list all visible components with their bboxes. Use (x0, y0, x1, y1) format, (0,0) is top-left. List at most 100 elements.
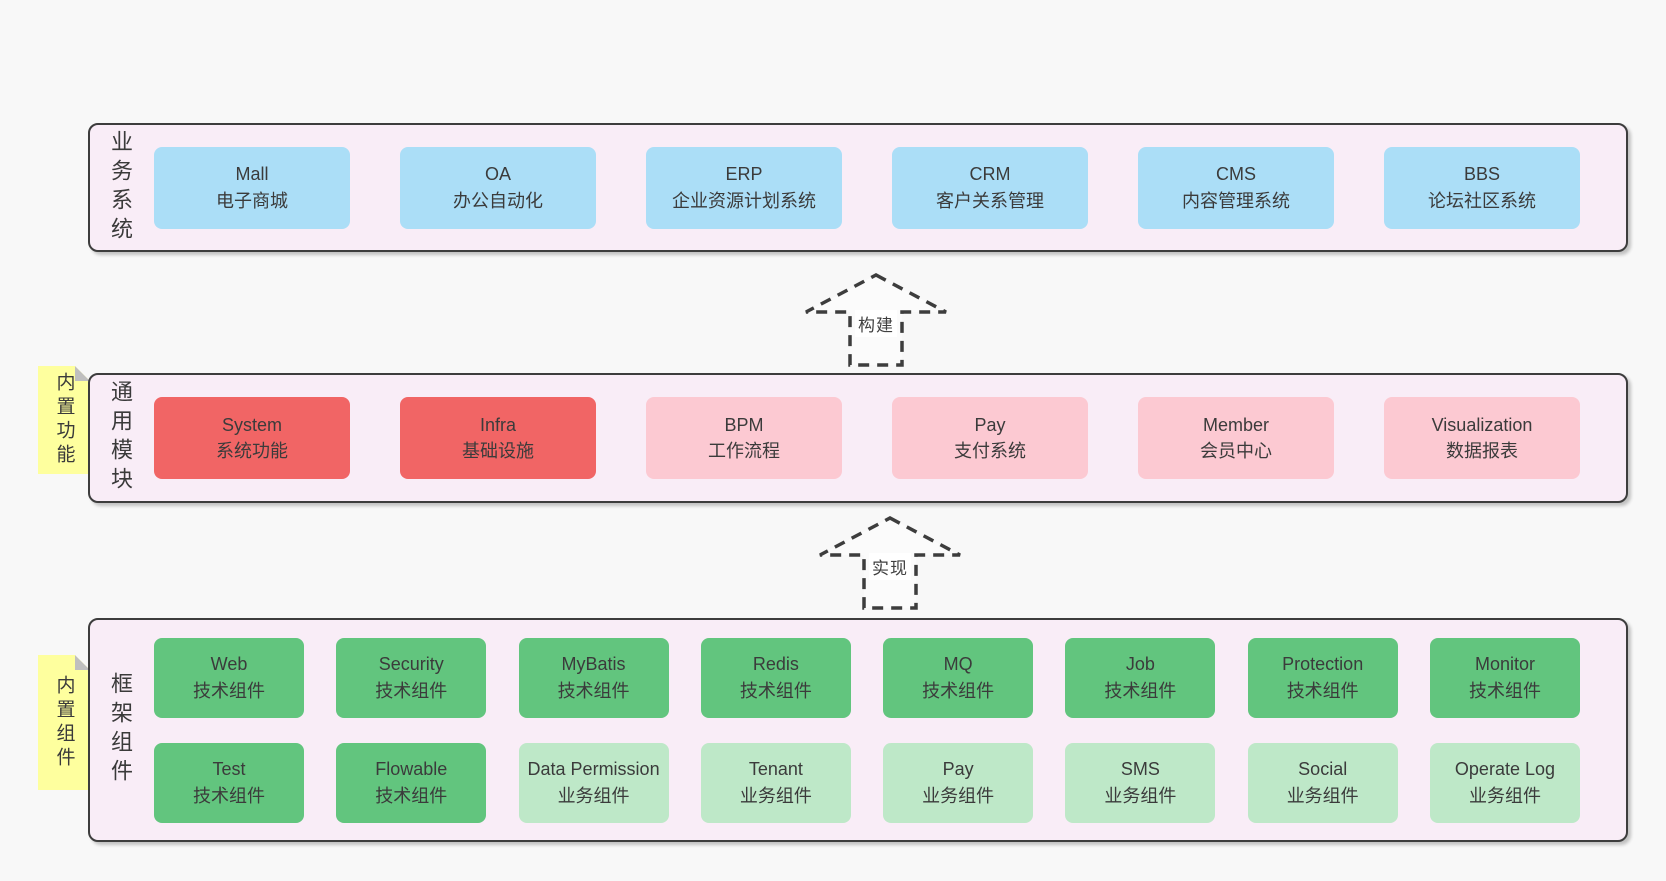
box-title: Monitor (1474, 654, 1535, 675)
box-title: BPM (724, 414, 764, 435)
box-subtitle: 办公自动化 (453, 190, 543, 211)
box-subtitle: 内容管理系统 (1182, 190, 1290, 211)
layer-label-framework-components: 框架组件 (108, 672, 133, 788)
box-title: Web (210, 654, 248, 675)
box-subtitle: 业务组件 (739, 785, 812, 806)
box-title: Redis (752, 654, 799, 675)
box-pay: Pay 支付系统 (892, 397, 1088, 479)
sticky-note-built-in-components: 内置组件 (38, 655, 90, 790)
box-bbs: BBS 论坛社区系统 (1384, 146, 1580, 229)
box-subtitle: 技术组件 (375, 680, 448, 701)
box-subtitle: 技术组件 (922, 680, 995, 701)
box-subtitle: 业务组件 (1468, 785, 1541, 806)
box-title: BBS (1463, 164, 1501, 185)
box-operate-log: Operate Log 业务组件 (1429, 742, 1580, 823)
box-subtitle: 会员中心 (1200, 441, 1272, 461)
box-subtitle: 基础设施 (462, 441, 534, 461)
sticky-note-text: 内置组件 (53, 674, 75, 771)
box-mybatis: MyBatis 技术组件 (518, 637, 669, 718)
box-subtitle: 技术组件 (193, 680, 265, 701)
box-title: Job (1125, 654, 1155, 675)
box-crm: CRM 客户关系管理 (892, 146, 1088, 229)
box-member: Member 会员中心 (1138, 397, 1334, 479)
box-subtitle: 支付系统 (954, 441, 1026, 461)
box-subtitle: 业务组件 (922, 785, 995, 806)
layer-modules-boxes: System 系统功能 Infra 基础设施 BPM 工作流程 Pay 支付系统 Member 会… (154, 375, 1580, 501)
box-title: Visualization (1431, 414, 1533, 435)
box-subtitle: 技术组件 (557, 680, 630, 701)
layer-label-business-systems: 业务系统 (108, 129, 133, 246)
box-title: MQ (943, 654, 973, 675)
box-subtitle: 客户关系管理 (936, 190, 1044, 211)
box-title: Social (1298, 759, 1348, 780)
box-title: Pay (974, 414, 1006, 435)
box-subtitle: 业务组件 (1104, 785, 1177, 806)
arrow-label-implement: 实现 (869, 553, 911, 580)
box-subtitle: 论坛社区系统 (1428, 190, 1536, 211)
box-subtitle: 技术组件 (1286, 680, 1359, 701)
box-subtitle: 技术组件 (375, 785, 448, 806)
box-flowable: Flowable 技术组件 (336, 742, 487, 823)
box-title: ERP (725, 164, 763, 185)
box-system: System 系统功能 (154, 397, 350, 479)
implement-arrow: 实现 (817, 515, 963, 611)
box-security: Security 技术组件 (336, 637, 487, 718)
box-title: System (221, 414, 282, 435)
box-subtitle: 工作流程 (708, 441, 780, 461)
box-oa: OA 办公自动化 (400, 146, 596, 229)
box-title: Tenant (748, 759, 803, 780)
box-erp: ERP 企业资源计划系统 (646, 146, 842, 229)
box-title: Infra (479, 414, 517, 435)
box-web: Web 技术组件 (154, 637, 304, 718)
box-tenant: Tenant 业务组件 (700, 742, 851, 823)
box-subtitle: 技术组件 (1104, 680, 1177, 701)
box-title: Pay (942, 759, 974, 780)
box-title: Member (1202, 414, 1269, 435)
box-title: Data Permission (527, 759, 660, 780)
box-protection: Protection 技术组件 (1247, 637, 1398, 718)
box-social: Social 业务组件 (1247, 742, 1398, 823)
arrow-label-build: 构建 (855, 310, 897, 337)
box-title: CRM (969, 164, 1011, 185)
box-redis: Redis 技术组件 (700, 637, 851, 718)
layer-common-modules: 通用模块 System 系统功能 Infra 基础设施 BPM 工作流程 Pay 支付系统 Me… (88, 373, 1628, 503)
box-job: Job 技术组件 (1065, 637, 1216, 718)
sticky-note-built-in-features: 内置功能 (38, 366, 90, 474)
box-mall: Mall 电子商城 (154, 146, 350, 229)
box-row: System 系统功能 Infra 基础设施 BPM 工作流程 Pay 支付系统 Member 会… (154, 397, 1580, 479)
box-title: OA (484, 164, 511, 185)
build-arrow: 构建 (803, 272, 949, 368)
box-title: SMS (1120, 759, 1160, 780)
box-title: Operate Log (1454, 759, 1555, 780)
box-title: Mall (235, 164, 269, 185)
box-visualization: Visualization 数据报表 (1384, 397, 1580, 479)
box-bpm: BPM 工作流程 (646, 397, 842, 479)
box-title: MyBatis (561, 654, 626, 675)
box-infra: Infra 基础设施 (400, 397, 596, 479)
box-title: Security (378, 654, 444, 675)
box-subtitle: 系统功能 (216, 441, 288, 461)
box-monitor: Monitor 技术组件 (1429, 637, 1580, 718)
box-subtitle: 技术组件 (739, 680, 812, 701)
box-sms: SMS 业务组件 (1065, 742, 1216, 823)
box-subtitle: 企业资源计划系统 (672, 190, 816, 211)
box-subtitle: 业务组件 (1286, 785, 1359, 806)
box-title: Flowable (375, 759, 448, 780)
box-title: Protection (1282, 654, 1364, 675)
box-subtitle: 技术组件 (1468, 680, 1541, 701)
box-subtitle: 数据报表 (1446, 441, 1518, 461)
layer-label-common-modules: 通用模块 (108, 380, 133, 496)
box-title: Test (212, 759, 246, 780)
box-subtitle: 电子商城 (216, 190, 288, 211)
layer-business-systems: 业务系统 Mall 电子商城 OA 办公自动化 ERP 企业资源计划系统 CRM 客户关系管理… (88, 123, 1628, 252)
box-pay: Pay 业务组件 (883, 742, 1034, 823)
